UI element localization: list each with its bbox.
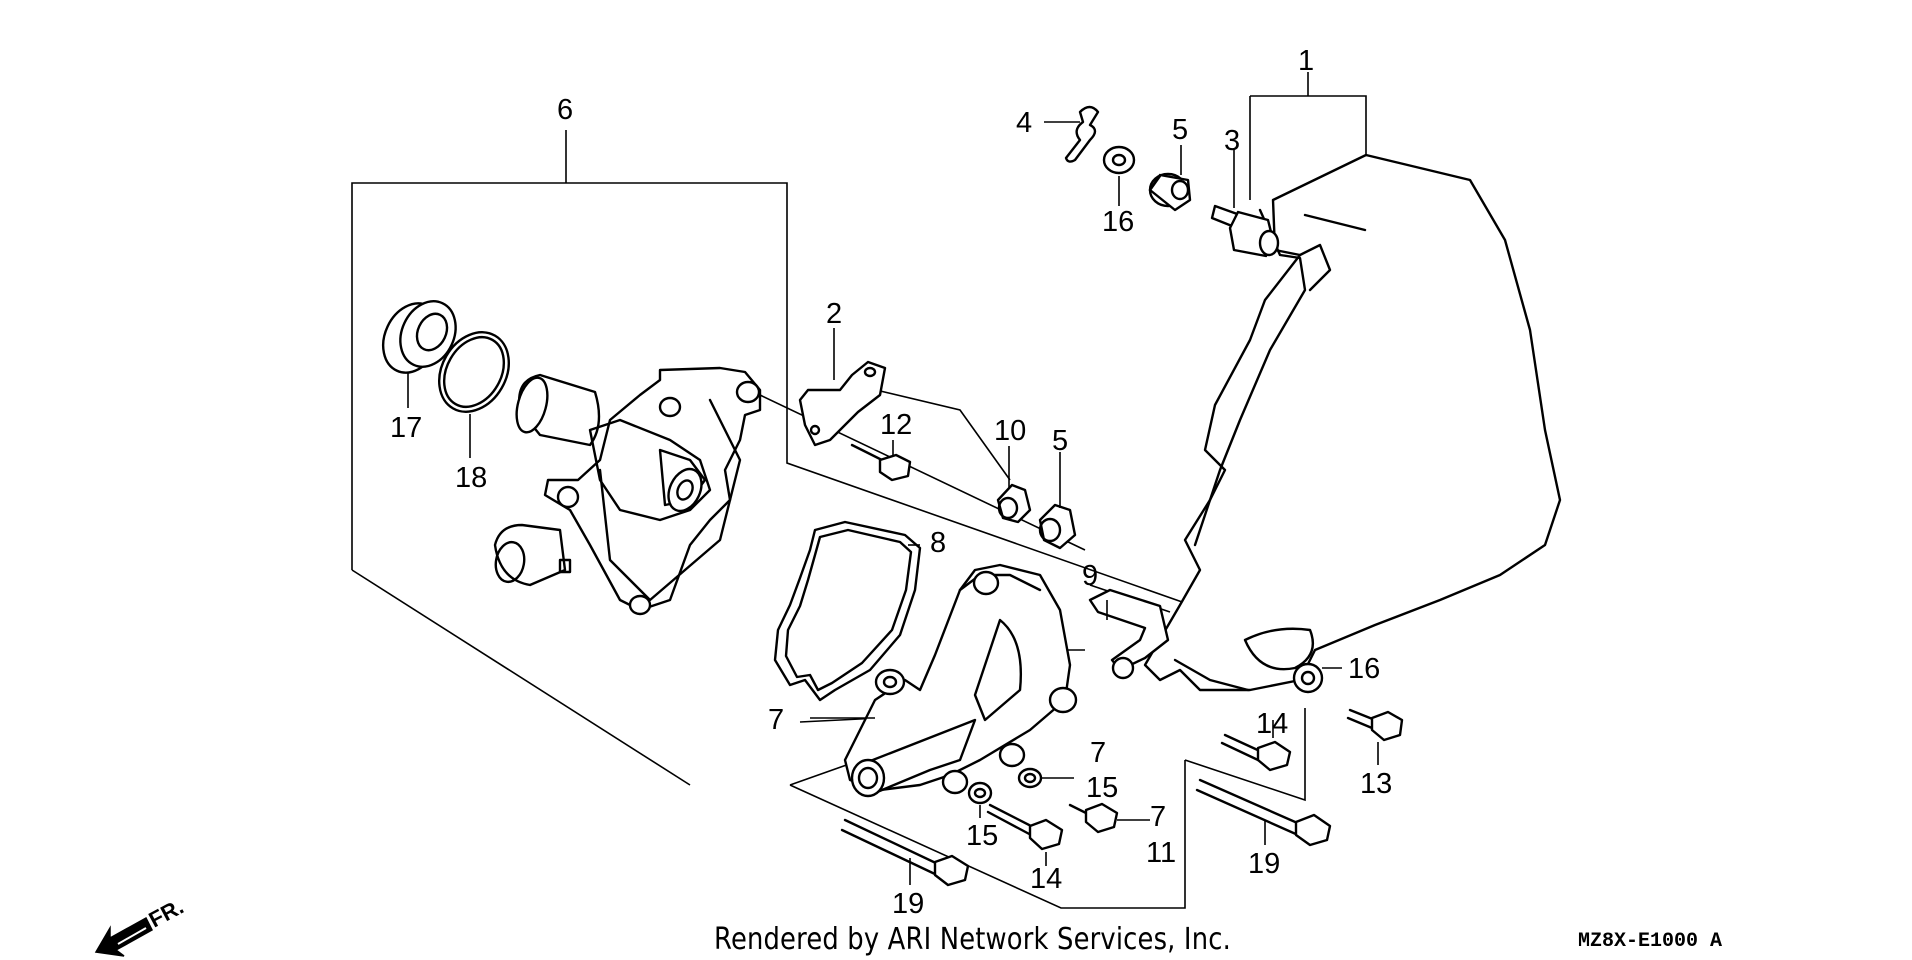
callout-8: 8 bbox=[930, 527, 946, 559]
callout-6: 6 bbox=[557, 94, 573, 126]
callout-11: 11 bbox=[1146, 837, 1176, 869]
collar-10 bbox=[996, 483, 1032, 524]
grommet-5-middle bbox=[1038, 503, 1077, 550]
washer-15-a bbox=[1017, 767, 1043, 789]
oil-seal-17 bbox=[381, 300, 457, 374]
water-pump-body bbox=[493, 366, 762, 616]
callout-15-right: 15 bbox=[1086, 772, 1118, 804]
callout-leaders bbox=[407, 121, 1379, 885]
callout-19-left: 19 bbox=[892, 888, 924, 920]
callout-9: 9 bbox=[1082, 560, 1098, 592]
diagram-code: MZ8X-E1000 A bbox=[1578, 930, 1723, 953]
callout-16-upper: 16 bbox=[1102, 206, 1134, 238]
assembly-bracket-6 bbox=[351, 130, 1186, 786]
callout-5-upper: 5 bbox=[1172, 114, 1188, 146]
bracket-2 bbox=[798, 360, 887, 447]
clip-4 bbox=[1064, 105, 1100, 163]
gasket-8 bbox=[773, 520, 922, 702]
washer-15-b bbox=[967, 781, 993, 805]
pump-cover bbox=[1143, 153, 1562, 692]
grommet-5-upper bbox=[1148, 172, 1192, 212]
bolt-13 bbox=[1346, 708, 1404, 742]
callout-12: 12 bbox=[880, 409, 912, 441]
pump-housing-7 bbox=[843, 563, 1078, 798]
callout-16-lower: 16 bbox=[1348, 653, 1380, 685]
bolt-19-right bbox=[1195, 778, 1332, 847]
callout-15-lower: 15 bbox=[966, 820, 998, 852]
washer-16-upper bbox=[1102, 145, 1136, 175]
stud-bolt-3 bbox=[1210, 204, 1280, 258]
callout-2: 2 bbox=[826, 298, 842, 330]
bolt-14-lower bbox=[986, 803, 1064, 851]
callout-19-right: 19 bbox=[1248, 848, 1280, 880]
assembly-bracket-1 bbox=[1249, 72, 1367, 200]
o-ring-18 bbox=[438, 331, 510, 413]
callout-10: 10 bbox=[994, 415, 1026, 447]
front-direction-arrow: FR. bbox=[94, 894, 188, 957]
bolt-19-left bbox=[840, 818, 970, 887]
callout-7-main: 7 bbox=[768, 704, 784, 736]
callout-17: 17 bbox=[390, 412, 422, 444]
callout-7-washer: 7 bbox=[1090, 737, 1106, 769]
callout-4: 4 bbox=[1016, 107, 1032, 139]
callout-14-right: 14 bbox=[1256, 708, 1288, 740]
callout-5-middle: 5 bbox=[1052, 425, 1068, 457]
bolt-11 bbox=[1068, 802, 1119, 834]
callout-14-lower: 14 bbox=[1030, 863, 1062, 895]
bolt-14-right bbox=[1220, 733, 1292, 772]
callout-13: 13 bbox=[1360, 768, 1392, 800]
bolt-12 bbox=[850, 443, 912, 482]
callout-7-bolt: 7 bbox=[1150, 801, 1166, 833]
callout-18: 18 bbox=[455, 462, 487, 494]
callout-3: 3 bbox=[1224, 125, 1240, 157]
callout-1: 1 bbox=[1298, 45, 1314, 77]
plate-9 bbox=[1088, 588, 1170, 680]
washer-16-lower bbox=[1292, 662, 1324, 694]
footer-credit: Rendered by ARI Network Services, Inc. bbox=[714, 922, 1231, 957]
callout-labels: 1 2 3 4 5 5 6 7 7 7 8 9 10 11 12 13 14 1… bbox=[390, 45, 1392, 920]
